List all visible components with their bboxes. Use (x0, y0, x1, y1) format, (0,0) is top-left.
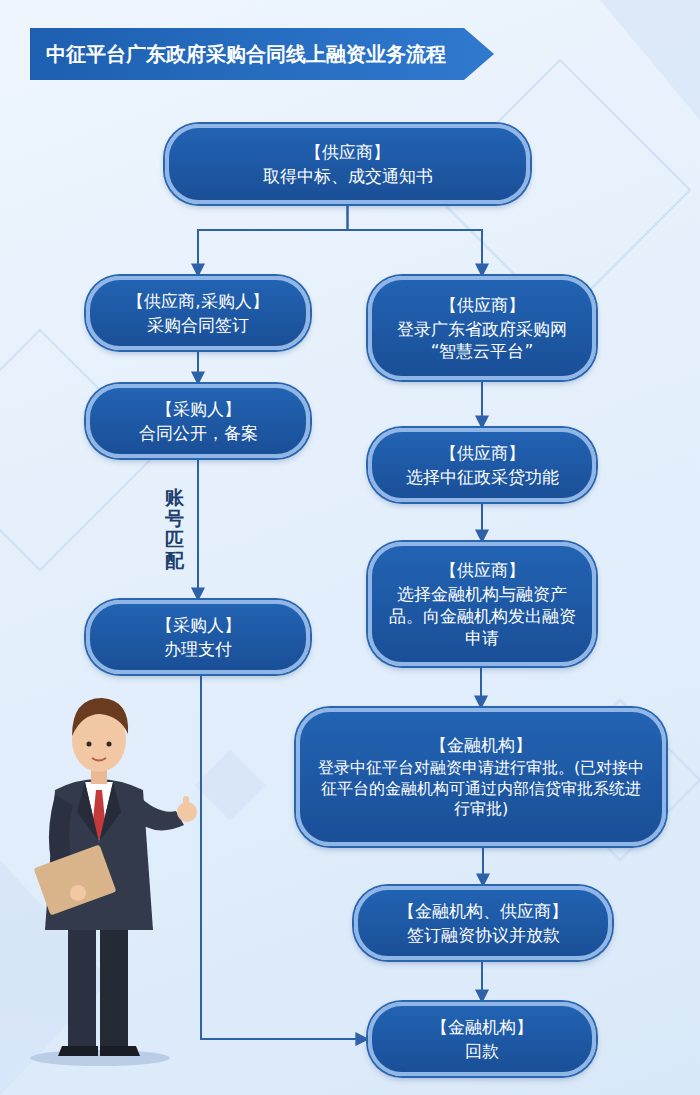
role-heading: 【供应商】 (386, 559, 578, 581)
step-text: 登录中征平台对融资申请进行审批。(已对接中征平台的金融机构可通过内部信贷审批系统… (314, 758, 648, 820)
flow-arrow (482, 846, 484, 886)
process-box: 【采购人】办理支付 (86, 600, 310, 674)
process-box: 【采购人】合同公开，备案 (86, 384, 310, 458)
step-text: 办理支付 (104, 638, 292, 660)
flow-arrow (197, 458, 199, 600)
process-box: 【供应商】选择中征政采贷功能 (368, 428, 596, 502)
process-box: 【供应商】取得中标、成交通知书 (165, 124, 530, 204)
step-text: 签订融资协议并放款 (372, 924, 594, 946)
step-text: 合同公开，备案 (104, 422, 292, 444)
role-heading: 【金融机构】 (314, 734, 648, 756)
role-heading: 【金融机构】 (386, 1016, 578, 1038)
process-box: 【供应商】选择金融机构与融资产品。向金融机构发出融资申请 (368, 542, 596, 666)
flow-arrow (480, 666, 482, 708)
role-heading: 【供应商】 (183, 141, 512, 163)
role-heading: 【供应商】 (386, 294, 578, 316)
title-banner: 中征平台广东政府采购合同线上融资业务流程 (30, 28, 494, 80)
edge-label: 账号匹配 (165, 487, 184, 571)
step-text: 回款 (386, 1040, 578, 1062)
process-box: 【金融机构】登录中征平台对融资申请进行审批。(已对接中征平台的金融机构可通过内部… (296, 708, 666, 846)
flow-arrow (481, 960, 483, 1002)
deco-triangle (600, 0, 700, 120)
flow-arrow (481, 380, 483, 428)
step-text: 登录广东省政府采购网“智慧云平台” (386, 318, 578, 362)
deco-square (195, 750, 266, 821)
role-heading: 【供应商,采购人】 (104, 290, 292, 312)
flow-arrow (481, 502, 483, 542)
flow-arrow (198, 204, 348, 276)
role-heading: 【采购人】 (104, 614, 292, 636)
flow-arrow (348, 204, 483, 276)
step-text: 取得中标、成交通知书 (183, 165, 512, 187)
step-text: 选择中征政采贷功能 (386, 466, 578, 488)
role-heading: 【供应商】 (386, 442, 578, 464)
role-heading: 【采购人】 (104, 398, 292, 420)
process-box: 【金融机构、供应商】签订融资协议并放款 (354, 886, 612, 960)
process-box: 【供应商】登录广东省政府采购网“智慧云平台” (368, 276, 596, 380)
role-heading: 【金融机构、供应商】 (372, 900, 594, 922)
step-text: 采购合同签订 (104, 314, 292, 336)
process-box: 【供应商,采购人】采购合同签订 (86, 276, 310, 350)
process-box: 【金融机构】回款 (368, 1002, 596, 1076)
flow-arrow (197, 350, 199, 384)
businessman-illustration (30, 698, 197, 1066)
step-text: 选择金融机构与融资产品。向金融机构发出融资申请 (386, 583, 578, 649)
